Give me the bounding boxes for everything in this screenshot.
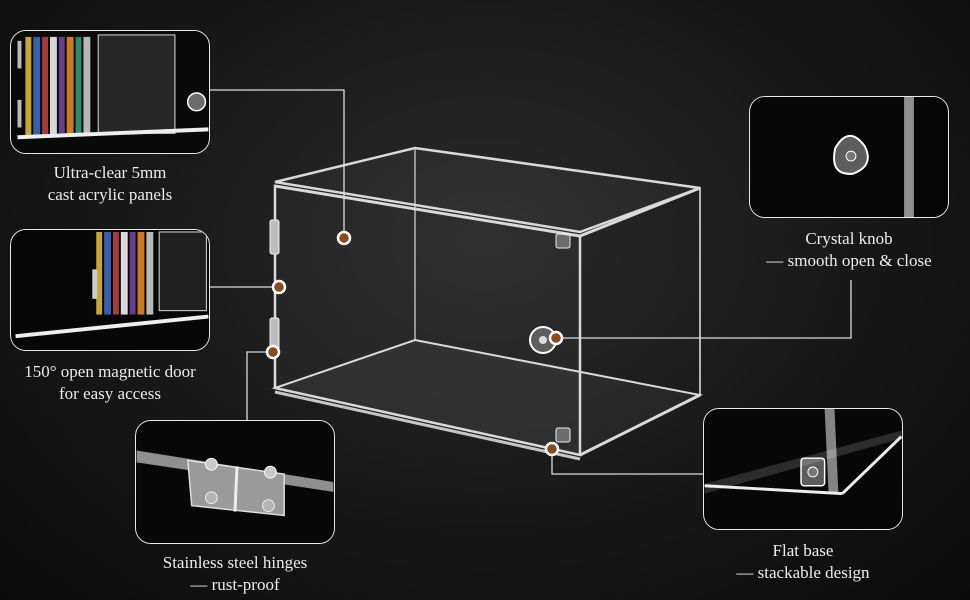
marker-panels xyxy=(336,230,352,246)
caption-knob: Crystal knob — smooth open & close xyxy=(739,228,959,272)
leader-knob xyxy=(556,280,852,339)
caption-door-line1: 150° open magnetic door xyxy=(24,362,196,381)
acrylic-panel-closeup-icon xyxy=(11,31,209,153)
acrylic-display-case xyxy=(271,146,704,461)
marker-knob xyxy=(548,330,564,346)
marker-door xyxy=(271,279,287,295)
caption-panels-line1: Ultra-clear 5mm xyxy=(53,163,167,182)
crystal-knob-closeup-icon xyxy=(750,97,948,217)
inset-knob xyxy=(749,96,949,218)
inset-base xyxy=(703,408,903,530)
hinge-markers xyxy=(269,219,280,353)
caption-panels-line2: cast acrylic panels xyxy=(47,185,173,204)
marker-hinges xyxy=(265,344,281,360)
flat-base-closeup-icon xyxy=(704,409,902,529)
caption-door: 150° open magnetic door for easy access xyxy=(0,361,220,405)
marker-base xyxy=(544,441,560,457)
magnet-top xyxy=(555,233,571,249)
caption-base: Flat base — stackable design xyxy=(693,540,913,584)
leader-panels xyxy=(210,89,345,238)
inset-hinges xyxy=(135,420,335,544)
caption-panels: Ultra-clear 5mm cast acrylic panels xyxy=(10,162,210,206)
caption-knob-line1: Crystal knob xyxy=(805,229,893,248)
leader-hinges xyxy=(246,351,273,422)
caption-base-line1: Flat base xyxy=(772,541,834,560)
caption-hinges: Stainless steel hinges — rust-proof xyxy=(125,552,345,596)
caption-knob-line2: — smooth open & close xyxy=(766,251,932,270)
inset-panels xyxy=(10,30,210,154)
hinge-closeup-icon xyxy=(136,421,334,543)
caption-hinges-line1: Stainless steel hinges xyxy=(162,553,308,572)
caption-base-line2: — stackable design xyxy=(736,563,870,582)
open-door-closeup-icon xyxy=(11,230,209,350)
leader-base xyxy=(551,449,703,475)
caption-door-line2: for easy access xyxy=(59,384,161,403)
magnet-bottom xyxy=(555,427,571,443)
inset-door xyxy=(10,229,210,351)
caption-hinges-line2: — rust-proof xyxy=(190,575,280,594)
